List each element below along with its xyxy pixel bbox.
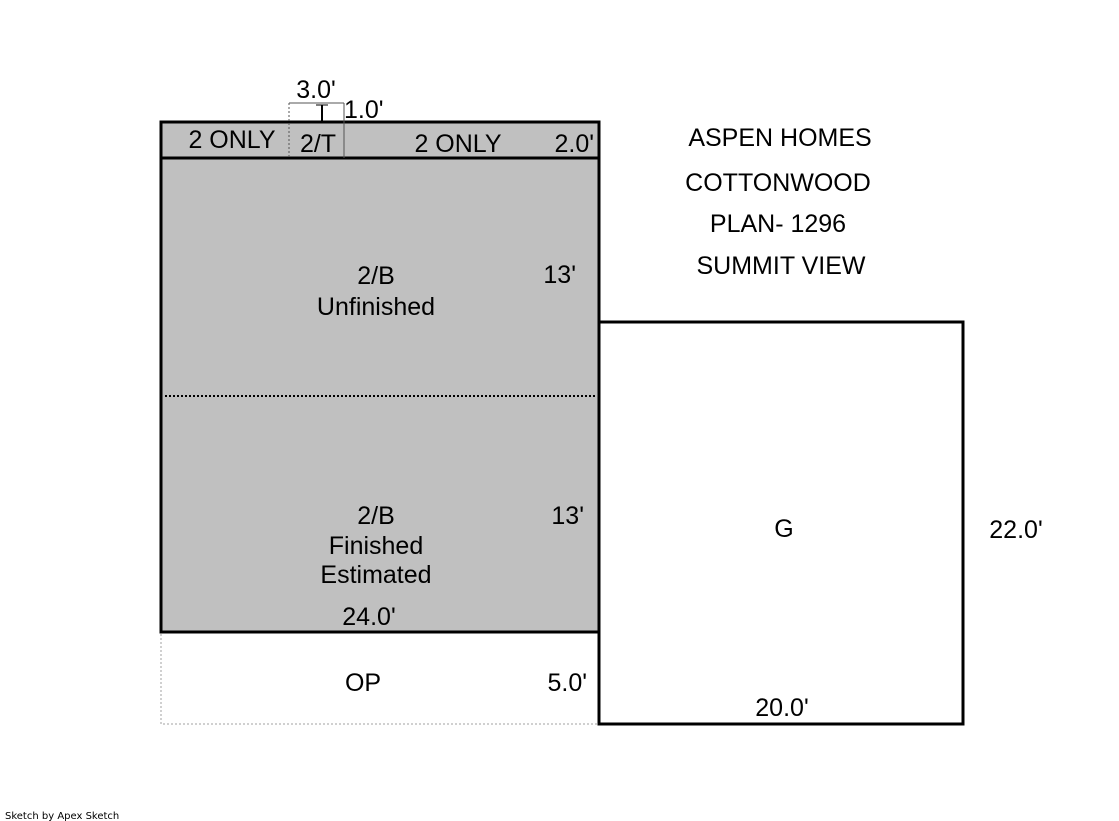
footer-credit: Sketch by Apex Sketch bbox=[5, 811, 119, 821]
garage-width-dim: 20.0' bbox=[755, 694, 808, 722]
finished-code: 2/B bbox=[357, 502, 395, 530]
porch-outline bbox=[160, 631, 600, 725]
top-right-area-label: 2 ONLY bbox=[414, 130, 501, 158]
finished-label: Finished bbox=[329, 532, 424, 560]
top-middle-area-label: 2/T bbox=[300, 130, 336, 158]
garage-label: G bbox=[774, 515, 793, 543]
unfinished-label: Unfinished bbox=[317, 293, 435, 321]
finished-note: Estimated bbox=[320, 561, 431, 589]
bump-width-dim: 3.0' bbox=[296, 76, 336, 104]
top-left-area-label: 2 ONLY bbox=[188, 126, 275, 154]
garage-depth-dim: 22.0' bbox=[989, 516, 1042, 544]
plan-number: PLAN- 1296 bbox=[710, 210, 846, 238]
porch-label: OP bbox=[345, 669, 381, 697]
subdivision-name: SUMMIT VIEW bbox=[697, 252, 866, 280]
model-name: COTTONWOOD bbox=[685, 169, 871, 197]
strip-depth-dim: 2.0' bbox=[554, 130, 594, 158]
house-width-dim: 24.0' bbox=[342, 603, 395, 631]
garage-outline bbox=[597, 320, 965, 726]
finished-depth-dim: 13' bbox=[551, 502, 584, 530]
bump-depth-dim: 1.0' bbox=[344, 96, 384, 124]
builder-name: ASPEN HOMES bbox=[688, 124, 871, 152]
unfinished-code: 2/B bbox=[357, 262, 395, 290]
unfinished-depth-dim: 13' bbox=[543, 261, 576, 289]
porch-depth-dim: 5.0' bbox=[547, 669, 587, 697]
